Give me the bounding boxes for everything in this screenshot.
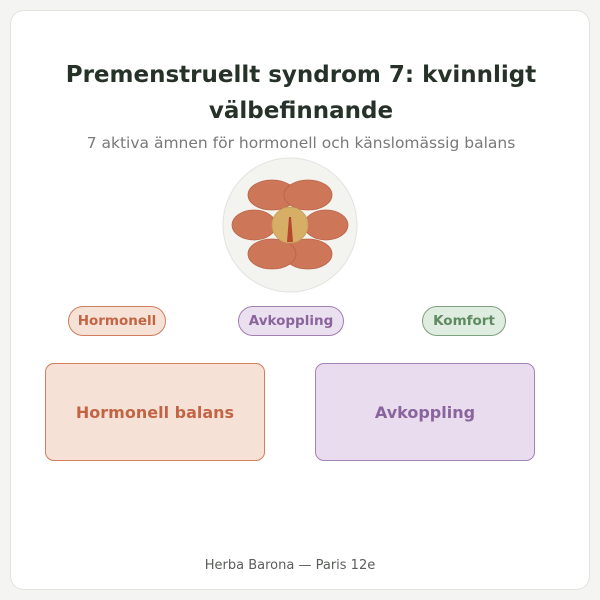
- product-card: Premenstruellt syndrom 7: kvinnligt välb…: [10, 10, 590, 590]
- flower-icon: [222, 157, 358, 293]
- flower-emblem: [222, 157, 358, 293]
- footer-brand: Herba Barona — Paris 12e: [204, 558, 376, 573]
- benefit-box-hormonal-balance[interactable]: Hormonell balans: [45, 363, 265, 461]
- tag-avkoppling[interactable]: Avkoppling: [238, 306, 344, 336]
- benefit-box-label: Avkoppling: [374, 402, 476, 422]
- page-subtitle: 7 aktiva ämnen för hormonell och känslom…: [86, 134, 516, 152]
- page-title: Premenstruellt syndrom 7: kvinnligt välb…: [65, 62, 537, 124]
- benefit-box-relaxation[interactable]: Avkoppling: [315, 363, 535, 461]
- tag-hormonell[interactable]: Hormonell: [68, 306, 166, 336]
- benefit-box-label: Hormonell balans: [75, 402, 235, 422]
- tag-komfort[interactable]: Komfort: [422, 306, 506, 336]
